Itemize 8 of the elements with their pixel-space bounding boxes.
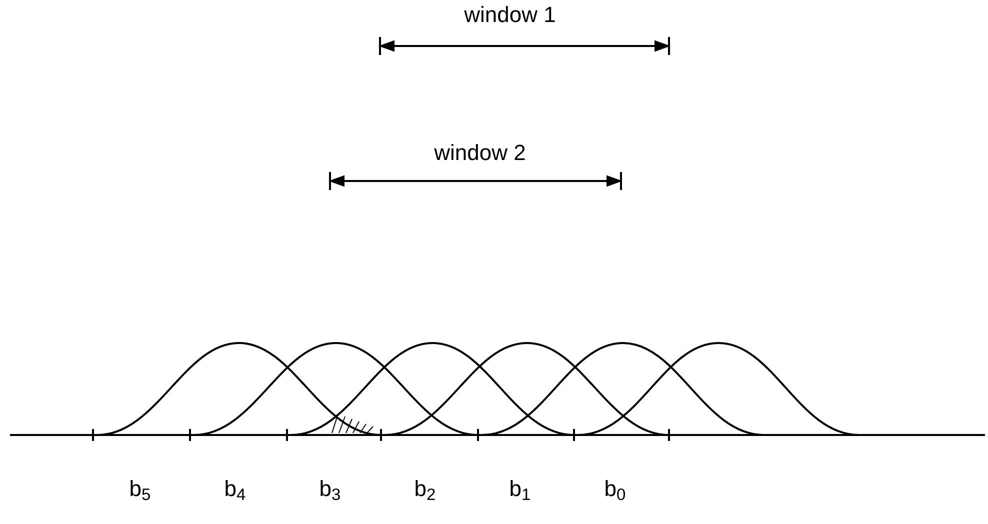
- basis-label: b$_{4}$: [224, 478, 246, 500]
- window-label: window 1: [464, 4, 556, 26]
- basis-label: b$_{0}$: [604, 478, 626, 500]
- basis-label: b$_{1}$: [509, 478, 531, 500]
- basis-label: b$_{5}$: [129, 478, 151, 500]
- basis-label: b$_{2}$: [414, 478, 436, 500]
- window-label: window 2: [434, 142, 526, 164]
- basis-label: b$_{3}$: [319, 478, 341, 500]
